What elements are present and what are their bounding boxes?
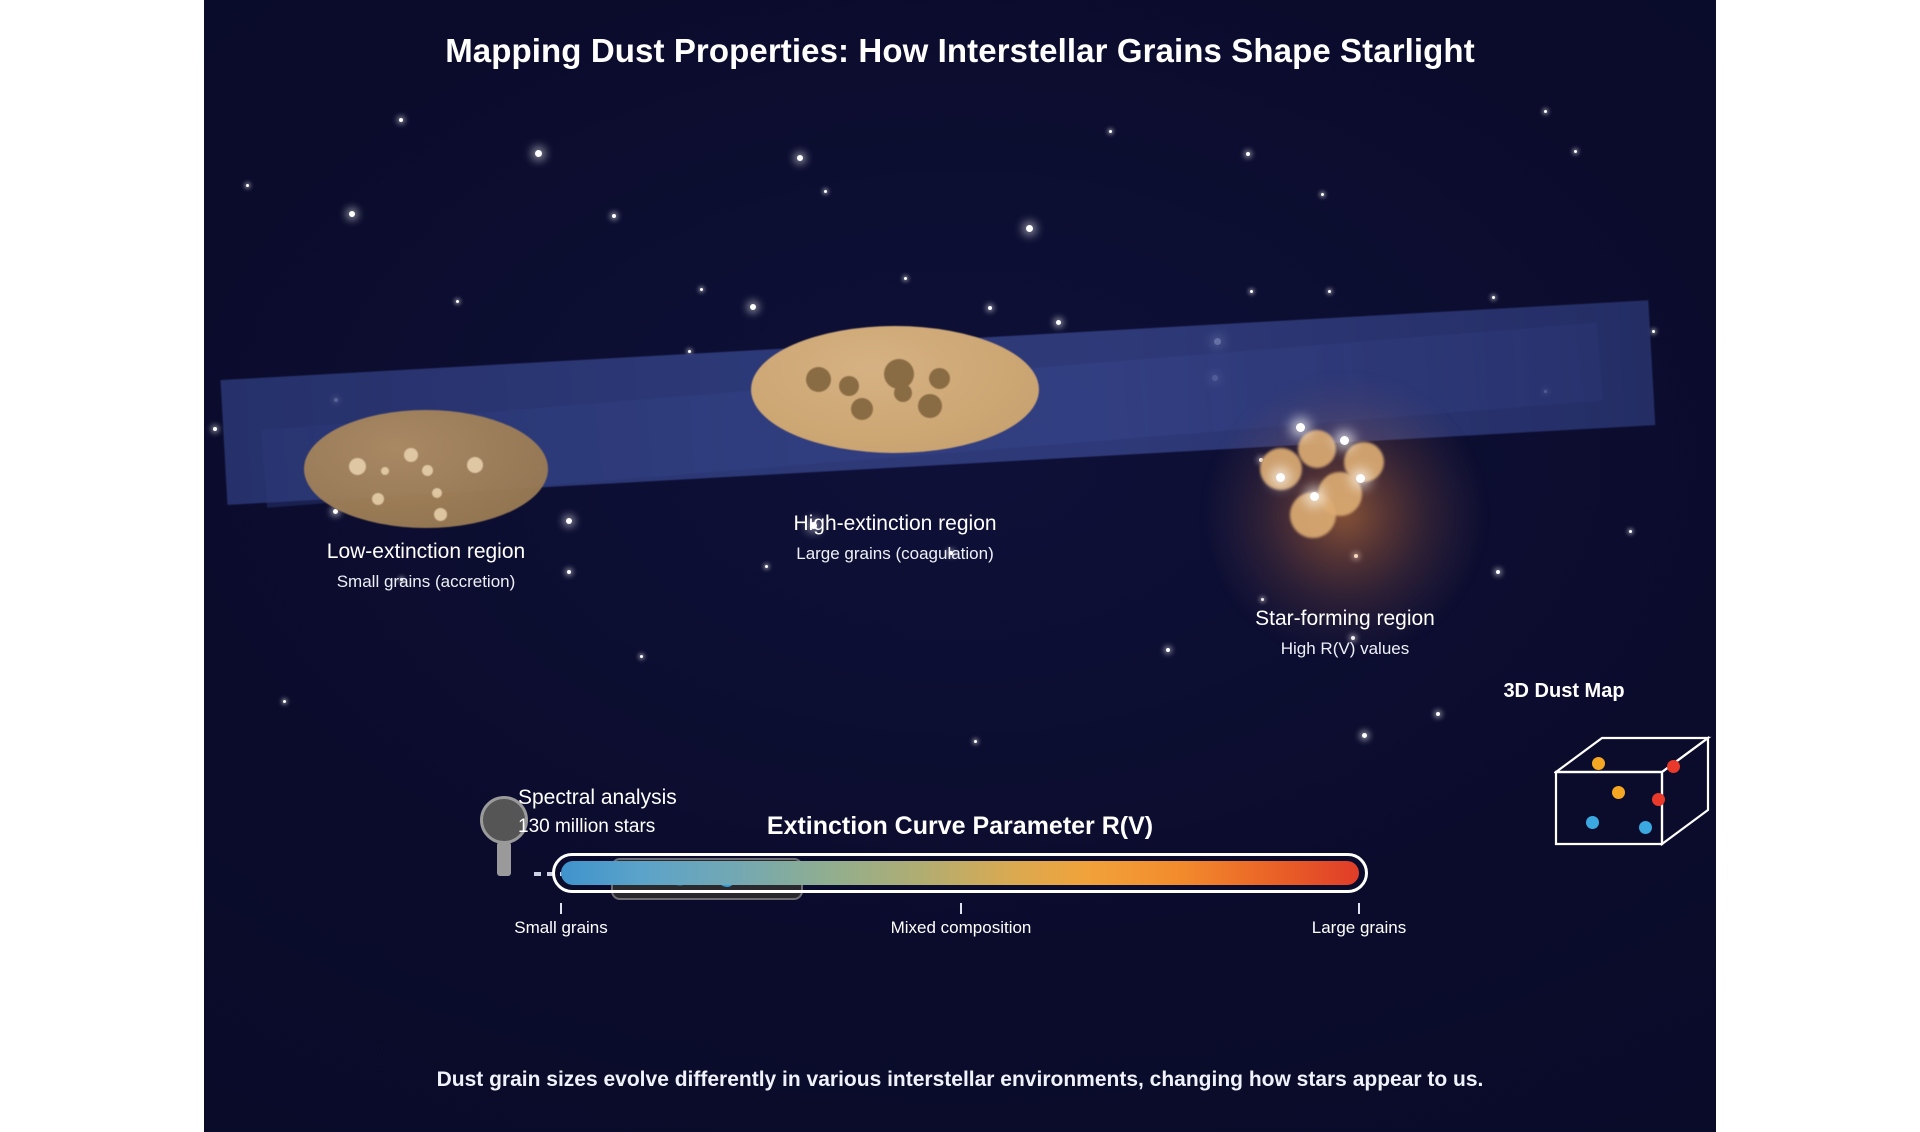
- dust-grain: [839, 376, 859, 396]
- region-label-high-extinction: High-extinction region Large grains (coa…: [725, 512, 1065, 564]
- star: [904, 277, 907, 280]
- dust-grain: [349, 458, 366, 475]
- star: [1629, 530, 1632, 533]
- star: [1026, 225, 1033, 232]
- star: [810, 522, 817, 529]
- young-star: [1296, 423, 1305, 432]
- star: [1436, 712, 1440, 716]
- space-canvas: Mapping Dust Properties: How Interstella…: [204, 0, 1716, 1132]
- star: [399, 118, 403, 122]
- region-label-title: High-extinction region: [793, 512, 997, 535]
- star: [1250, 290, 1253, 293]
- star: [1321, 193, 1324, 196]
- dust-grain: [851, 398, 873, 420]
- colorbar-label-right: Large grains: [1311, 918, 1407, 937]
- star: [1056, 320, 1061, 325]
- star: [246, 184, 249, 187]
- star: [750, 304, 756, 310]
- colorbar-frame[interactable]: [552, 853, 1368, 893]
- young-star: [1310, 492, 1319, 501]
- colorbar-tick-left: [560, 903, 562, 914]
- star: [213, 427, 217, 431]
- star: [949, 551, 953, 555]
- star: [765, 565, 768, 568]
- star: [1574, 150, 1577, 153]
- star-forming-cluster: [1210, 380, 1480, 650]
- region-label-subtitle: Small grains (accretion): [336, 572, 516, 591]
- colorbar-tick-mid: [960, 903, 962, 914]
- dust-grain: [929, 368, 950, 389]
- dust-grain: [806, 367, 831, 392]
- footer-caption: Dust grain sizes evolve differently in v…: [436, 1068, 1484, 1091]
- star: [566, 518, 572, 524]
- star: [974, 740, 977, 743]
- star: [1246, 152, 1250, 156]
- spectral-analysis-subtitle: 130 million stars: [518, 816, 656, 837]
- star: [456, 300, 459, 303]
- star: [535, 150, 542, 157]
- region-label-title: Low-extinction region: [326, 540, 526, 563]
- cloud-high-extinction: [751, 326, 1039, 453]
- star: [700, 288, 703, 291]
- star: [1492, 296, 1495, 299]
- star: [1109, 130, 1112, 133]
- star: [1328, 290, 1331, 293]
- protostar-blob: [1298, 430, 1336, 468]
- dust-grain: [918, 394, 942, 418]
- star: [567, 570, 571, 574]
- dust-grain: [381, 467, 389, 475]
- dust-map-title: 3D Dust Map: [1503, 680, 1625, 702]
- star: [349, 211, 355, 217]
- region-label-low-extinction: Low-extinction region Small grains (accr…: [256, 540, 596, 592]
- dust-map-dot-red: [1652, 793, 1665, 806]
- star: [688, 350, 691, 353]
- star: [400, 578, 403, 581]
- protostar-blob: [1260, 448, 1302, 490]
- colorbar-title: Extinction Curve Parameter R(V): [766, 812, 1154, 840]
- colorbar-label-mid: Mixed composition: [890, 918, 1032, 937]
- dust-grain: [434, 508, 447, 521]
- cube-wireframe-icon: [1552, 735, 1712, 847]
- region-label-subtitle: High R(V) values: [1280, 639, 1410, 658]
- colorbar-label-left: Small grains: [514, 918, 608, 937]
- dust-map-cube: [1552, 716, 1716, 847]
- region-label-title: Star-forming region: [1255, 607, 1435, 630]
- star: [1166, 648, 1170, 652]
- dust-grain: [894, 384, 912, 402]
- star: [612, 214, 616, 218]
- star: [824, 190, 827, 193]
- young-star: [1356, 474, 1365, 483]
- dust-grain: [422, 465, 433, 476]
- dust-map-dot-blue: [1586, 816, 1599, 829]
- colorbar-gradient: [561, 861, 1359, 885]
- dust-map-dot-blue: [1639, 821, 1652, 834]
- dust-map-dot-red: [1667, 760, 1680, 773]
- page-title: Mapping Dust Properties: How Interstella…: [445, 32, 1475, 69]
- star: [988, 306, 992, 310]
- dust-grain: [467, 457, 483, 473]
- star: [283, 700, 286, 703]
- region-label-subtitle: Large grains (coagulation): [796, 544, 994, 563]
- magnifier-handle-icon: [497, 842, 511, 876]
- cloud-low-extinction: [304, 410, 548, 528]
- region-label-star-forming: Star-forming region High R(V) values: [1180, 607, 1510, 659]
- star: [1496, 570, 1500, 574]
- star: [797, 155, 803, 161]
- star: [1544, 110, 1547, 113]
- spectral-analysis-title: Spectral analysis: [518, 786, 677, 809]
- dust-map-dot-orange: [1612, 786, 1625, 799]
- young-star: [1340, 436, 1349, 445]
- dust-map-dot-orange: [1592, 757, 1605, 770]
- dust-grain: [404, 448, 418, 462]
- young-star: [1276, 473, 1285, 482]
- star: [333, 509, 338, 514]
- colorbar-tick-right: [1358, 903, 1360, 914]
- dust-grain: [432, 488, 442, 498]
- star: [1652, 330, 1655, 333]
- star: [640, 655, 643, 658]
- dust-grain: [372, 493, 384, 505]
- star: [1362, 733, 1367, 738]
